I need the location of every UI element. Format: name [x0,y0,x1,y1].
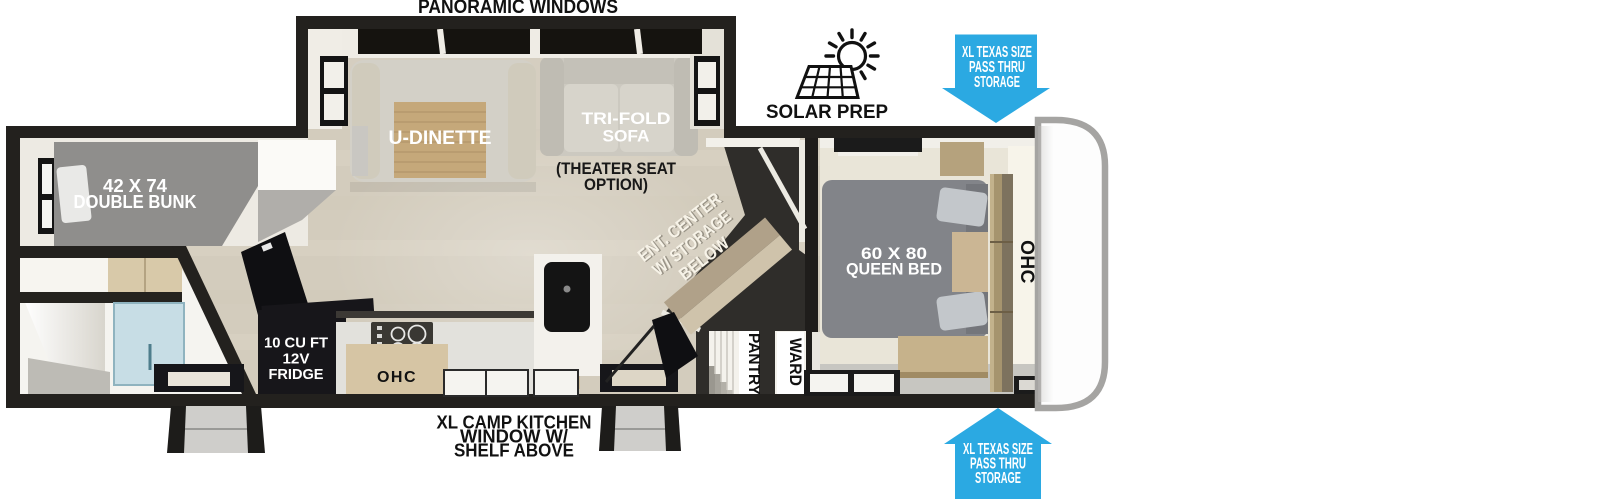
svg-text:SHELF ABOVE: SHELF ABOVE [454,441,574,461]
svg-text:OPTION): OPTION) [584,176,648,194]
svg-text:XL CAMP KITCHEN: XL CAMP KITCHEN [437,413,592,433]
svg-text:10 CU FT: 10 CU FT [264,335,328,352]
svg-text:U-DINETTE: U-DINETTE [389,128,492,149]
svg-text:XL TEXAS SIZE: XL TEXAS SIZE [962,44,1032,61]
svg-text:PANTRY: PANTRY [745,333,762,395]
svg-text:SOFA: SOFA [603,127,650,146]
svg-text:SOLAR PREP: SOLAR PREP [766,102,888,123]
svg-text:(THEATER SEAT: (THEATER SEAT [556,160,676,178]
svg-text:PANORAMIC WINDOWS: PANORAMIC WINDOWS [418,0,618,18]
svg-text:XL TEXAS SIZE: XL TEXAS SIZE [963,441,1033,458]
svg-text:42 X 74: 42 X 74 [103,175,168,196]
svg-text:QUEEN BED: QUEEN BED [846,261,942,279]
svg-text:WARD: WARD [786,338,805,386]
svg-text:60 X 80: 60 X 80 [861,245,927,263]
svg-text:OHC: OHC [377,369,417,386]
svg-text:TRI-FOLD: TRI-FOLD [582,109,671,128]
svg-text:STORAGE: STORAGE [975,470,1021,487]
svg-text:DOUBLE BUNK: DOUBLE BUNK [74,191,198,212]
svg-text:FRIDGE: FRIDGE [269,366,324,383]
svg-text:PASS THRU: PASS THRU [969,59,1025,76]
svg-text:OHC: OHC [1016,240,1037,284]
svg-text:12V: 12V [283,351,310,368]
svg-text:WINDOW W/: WINDOW W/ [460,427,568,447]
svg-text:STORAGE: STORAGE [974,74,1020,91]
svg-text:PASS THRU: PASS THRU [970,456,1026,473]
